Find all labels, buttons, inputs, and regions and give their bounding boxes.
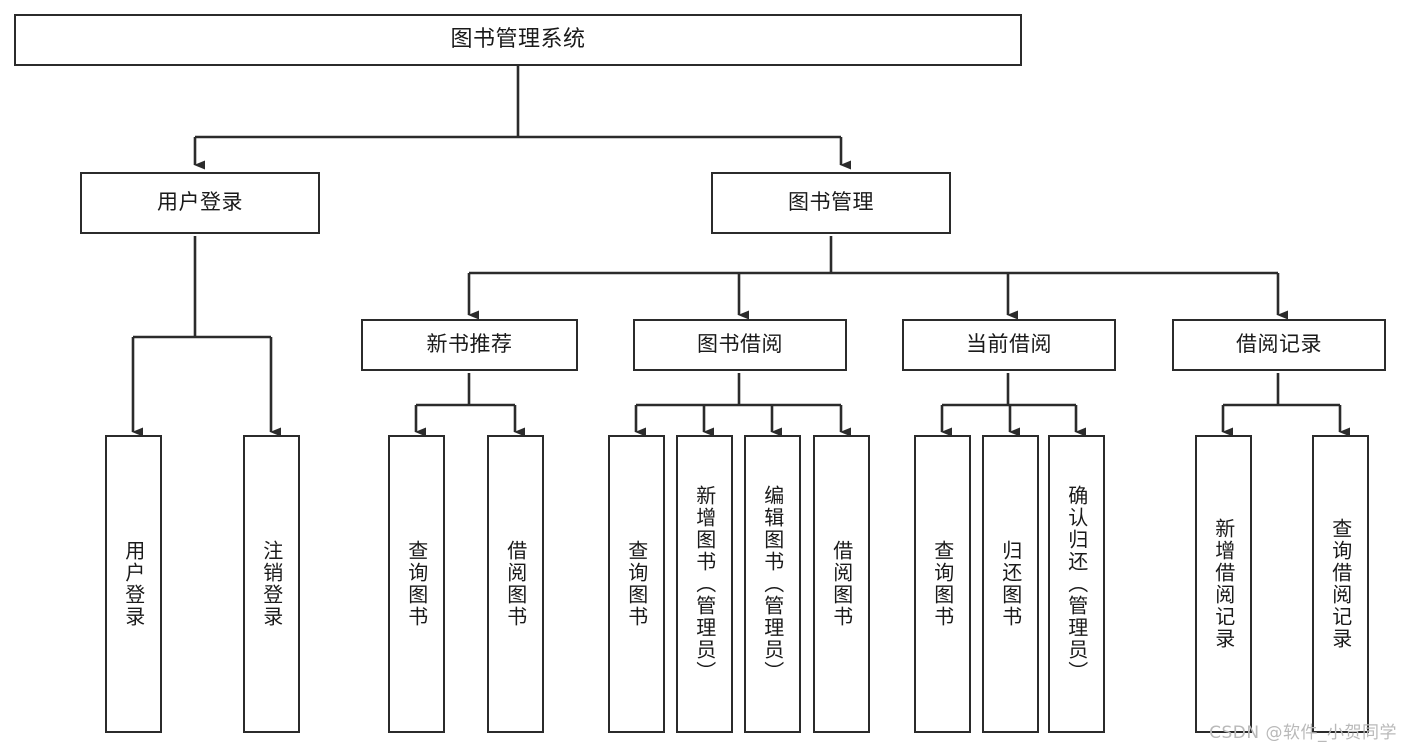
node-leaf-return-book[interactable]: 归还图书 <box>982 435 1039 733</box>
node-new-book-recommend[interactable]: 新书推荐 <box>361 319 578 371</box>
csdn-watermark: CSDN @软件_小贺同学 <box>1209 723 1397 743</box>
node-leaf-query-book-3-label: 查询图书 <box>930 540 955 628</box>
node-leaf-confirm-return-label: 确认归还（管理员） <box>1064 485 1089 683</box>
node-leaf-confirm-return[interactable]: 确认归还（管理员） <box>1048 435 1105 733</box>
node-borrow-record[interactable]: 借阅记录 <box>1172 319 1386 371</box>
node-leaf-logout-label: 注销登录 <box>259 540 284 628</box>
node-user-login[interactable]: 用户登录 <box>80 172 320 234</box>
node-leaf-query-book-2[interactable]: 查询图书 <box>608 435 665 733</box>
node-book-borrow[interactable]: 图书借阅 <box>633 319 847 371</box>
node-leaf-edit-book-label: 编辑图书（管理员） <box>760 485 785 683</box>
node-leaf-user-login[interactable]: 用户登录 <box>105 435 162 733</box>
node-leaf-query-record[interactable]: 查询借阅记录 <box>1312 435 1369 733</box>
node-leaf-edit-book[interactable]: 编辑图书（管理员） <box>744 435 801 733</box>
node-root[interactable]: 图书管理系统 <box>14 14 1022 66</box>
node-leaf-borrow-book-2-label: 借阅图书 <box>829 540 854 628</box>
node-leaf-add-record-label: 新增借阅记录 <box>1211 518 1236 650</box>
node-leaf-user-login-label: 用户登录 <box>121 540 146 628</box>
node-leaf-add-book-label: 新增图书（管理员） <box>692 485 717 683</box>
node-leaf-query-book-3[interactable]: 查询图书 <box>914 435 971 733</box>
node-leaf-borrow-book-1-label: 借阅图书 <box>503 540 528 628</box>
node-leaf-add-book[interactable]: 新增图书（管理员） <box>676 435 733 733</box>
node-leaf-borrow-book-2[interactable]: 借阅图书 <box>813 435 870 733</box>
node-leaf-query-book-2-label: 查询图书 <box>624 540 649 628</box>
node-leaf-query-record-label: 查询借阅记录 <box>1328 518 1353 650</box>
node-current-borrow[interactable]: 当前借阅 <box>902 319 1116 371</box>
node-leaf-add-record[interactable]: 新增借阅记录 <box>1195 435 1252 733</box>
node-leaf-borrow-book-1[interactable]: 借阅图书 <box>487 435 544 733</box>
node-leaf-query-book-1-label: 查询图书 <box>404 540 429 628</box>
node-book-manage[interactable]: 图书管理 <box>711 172 951 234</box>
node-leaf-return-book-label: 归还图书 <box>998 540 1023 628</box>
node-leaf-logout[interactable]: 注销登录 <box>243 435 300 733</box>
node-leaf-query-book-1[interactable]: 查询图书 <box>388 435 445 733</box>
